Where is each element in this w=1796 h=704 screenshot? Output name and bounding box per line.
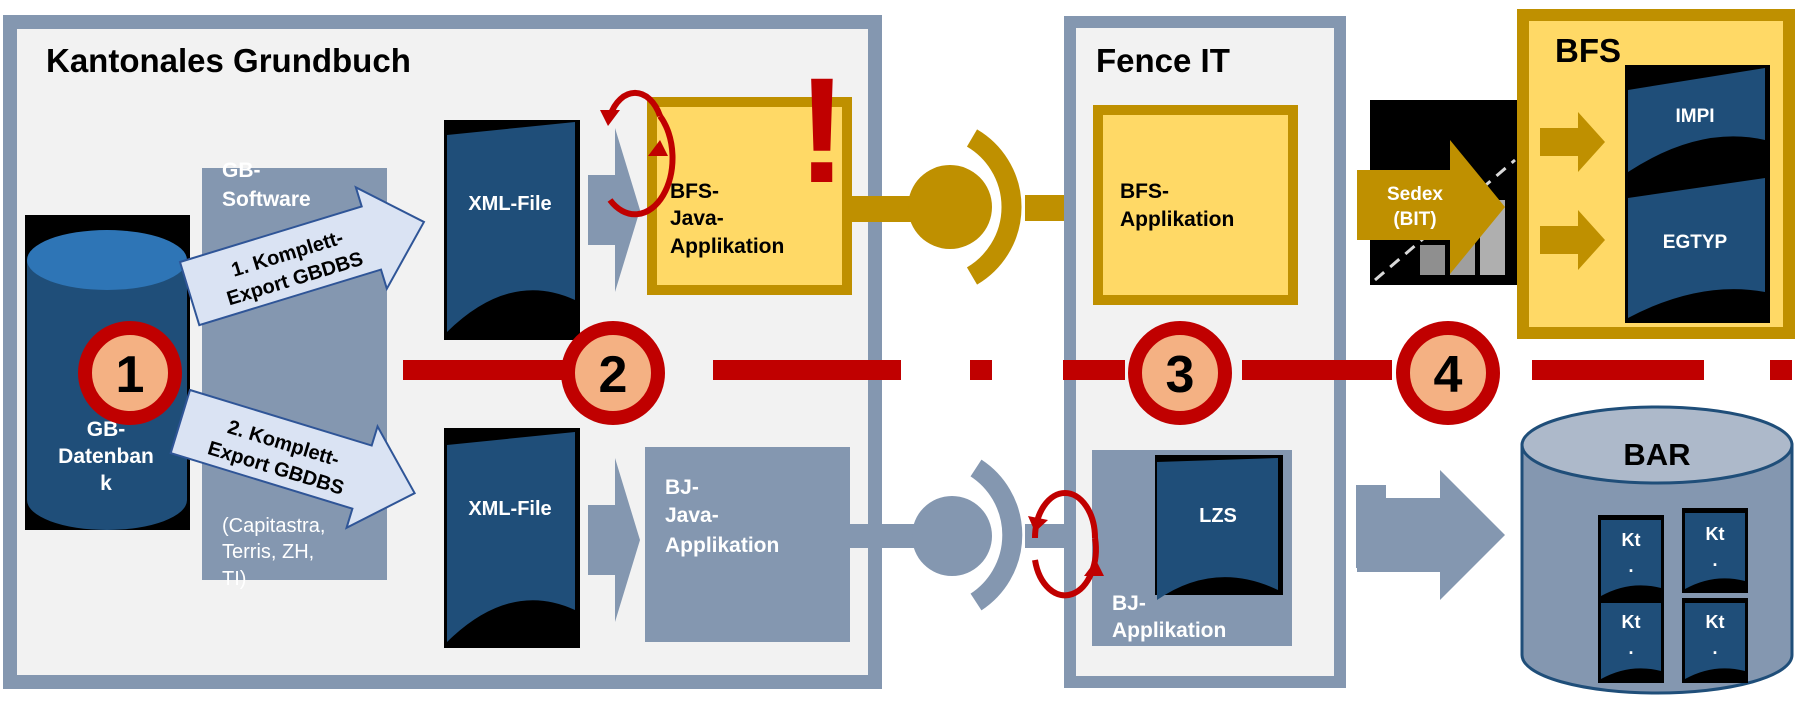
bj-java-label-2: Java- (665, 504, 719, 527)
bj-java-label-1: BJ- (665, 476, 699, 499)
xml-file-top-label: XML-File (468, 193, 551, 215)
bj-java-label-3: Applikation (665, 534, 779, 557)
xml-file-bottom-label: XML-File (468, 498, 551, 520)
vendors-line-2: Terris, ZH, (222, 541, 314, 563)
gb-db-label-3: k (100, 472, 112, 495)
egtyp-label: EGTYP (1663, 232, 1728, 253)
bar-arrow (1357, 470, 1505, 600)
arrow-to-bj-java (588, 458, 640, 622)
bar-kt-label-3: Kt (1622, 612, 1641, 632)
xml-file-bottom-icon (444, 428, 580, 648)
bfs-java-label-1: BFS- (670, 180, 719, 203)
bfs-title: BFS (1555, 32, 1621, 69)
sedex-label-1: Sedex (1387, 184, 1443, 205)
bar-kt-dot-4: . (1712, 638, 1717, 658)
gb-software-label-2: Software (222, 188, 311, 211)
step-badge-3: 3 (1128, 321, 1232, 425)
xml-file-top-icon (444, 120, 580, 340)
step-badge-1: 1 (78, 321, 182, 425)
vendors-line-1: (Capitastra, (222, 515, 325, 537)
bj-app-label-2: Applikation (1112, 619, 1226, 642)
bfs-java-label-3: Applikation (670, 235, 784, 258)
fence-title: Fence IT (1096, 42, 1230, 79)
sedex-arrow (1357, 140, 1505, 274)
bar-kt-label-1: Kt (1622, 530, 1641, 550)
bar-kt-file-4: Kt . (1682, 598, 1748, 683)
svg-text:1: 1 (116, 346, 145, 404)
svg-text:4: 4 (1434, 346, 1463, 404)
sedex-label-2: (BIT) (1393, 209, 1436, 230)
refresh-cycle-icon-top (600, 89, 676, 218)
bar-kt-label-2: Kt (1706, 524, 1725, 544)
bfs-app-box (1093, 105, 1298, 305)
bfs-interface-connector (847, 129, 1095, 285)
lzs-file-icon (1155, 455, 1283, 600)
svg-text:3: 3 (1166, 346, 1195, 404)
bar-kt-dot-2: . (1712, 550, 1717, 570)
bar-title: BAR (1623, 437, 1690, 472)
bj-interface-connector (850, 459, 1095, 611)
step-badge-2: 2 (561, 321, 665, 425)
bj-java-app-box (645, 447, 850, 642)
bfs-arrow-impi (1540, 112, 1605, 172)
bfs-java-label-2: Java- (670, 207, 724, 230)
arrow-to-bfs-java (588, 128, 640, 292)
bar-kt-dot-1: . (1628, 556, 1633, 576)
bar-kt-file-2: Kt . (1682, 508, 1748, 593)
vendors-line-3: TI) (222, 568, 246, 590)
kanton-title: Kantonales Grundbuch (46, 42, 411, 79)
bar-kt-file-1: Kt . (1598, 515, 1664, 600)
bar-kt-file-3: Kt . (1598, 598, 1664, 683)
impi-label: IMPI (1675, 106, 1714, 127)
bfs-app-label-1: BFS- (1120, 180, 1169, 203)
gb-software-label-1: GB- (222, 159, 261, 182)
bar-kt-label-4: Kt (1706, 612, 1725, 632)
bj-app-label-1: BJ- (1112, 592, 1146, 615)
exclamation-mark: ! (797, 46, 847, 214)
bfs-app-label-2: Applikation (1120, 208, 1234, 231)
bar-kt-dot-3: . (1628, 638, 1633, 658)
bfs-arrow-egtyp (1540, 210, 1605, 270)
svg-text:2: 2 (599, 346, 628, 404)
lzs-label: LZS (1199, 505, 1237, 527)
egtyp-file-icon (1625, 175, 1770, 323)
step-timeline (403, 360, 1792, 380)
impi-file-icon (1625, 65, 1770, 175)
step-badge-4: 4 (1396, 321, 1500, 425)
gb-db-label-2: Datenban (58, 445, 154, 468)
gb-db-label-1: GB- (87, 418, 126, 441)
refresh-cycle-icon-bottom (1028, 490, 1104, 599)
